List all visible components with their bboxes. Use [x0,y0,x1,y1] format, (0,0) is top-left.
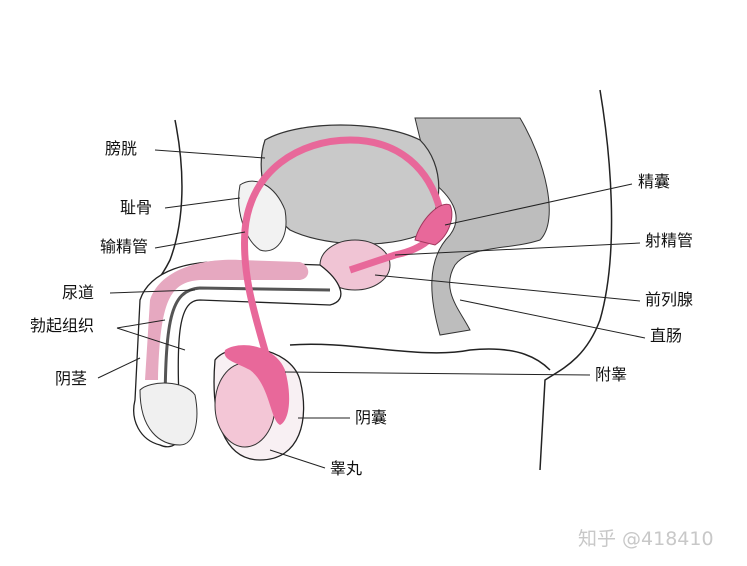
label-bladder: 膀胱 [105,139,138,158]
label-epididymis: 附睾 [595,365,628,384]
seminal-vesicle-shape [414,203,453,246]
label-urethra: 尿道 [62,283,95,302]
epididymis-shape [224,345,290,425]
label-pubic-bone: 耻骨 [120,198,153,217]
label-vas-deferens: 输精管 [100,237,149,256]
label-erectile-tissue: 勃起组织 [30,316,95,335]
label-rectum: 直肠 [650,326,683,345]
label-ejaculatory-duct: 射精管 [645,231,694,250]
label-testis: 睾丸 [330,459,363,478]
watermark: 知乎 @418410 [578,528,714,550]
label-seminal-vesicle: 精囊 [638,172,671,191]
glans-shape [139,382,198,446]
erectile-tissue-shape [145,259,309,380]
leader-lines [97,149,646,469]
label-prostate: 前列腺 [645,290,694,309]
label-scrotum: 阴囊 [355,408,388,427]
label-penis: 阴茎 [55,369,88,388]
rectum-shape [414,117,550,336]
